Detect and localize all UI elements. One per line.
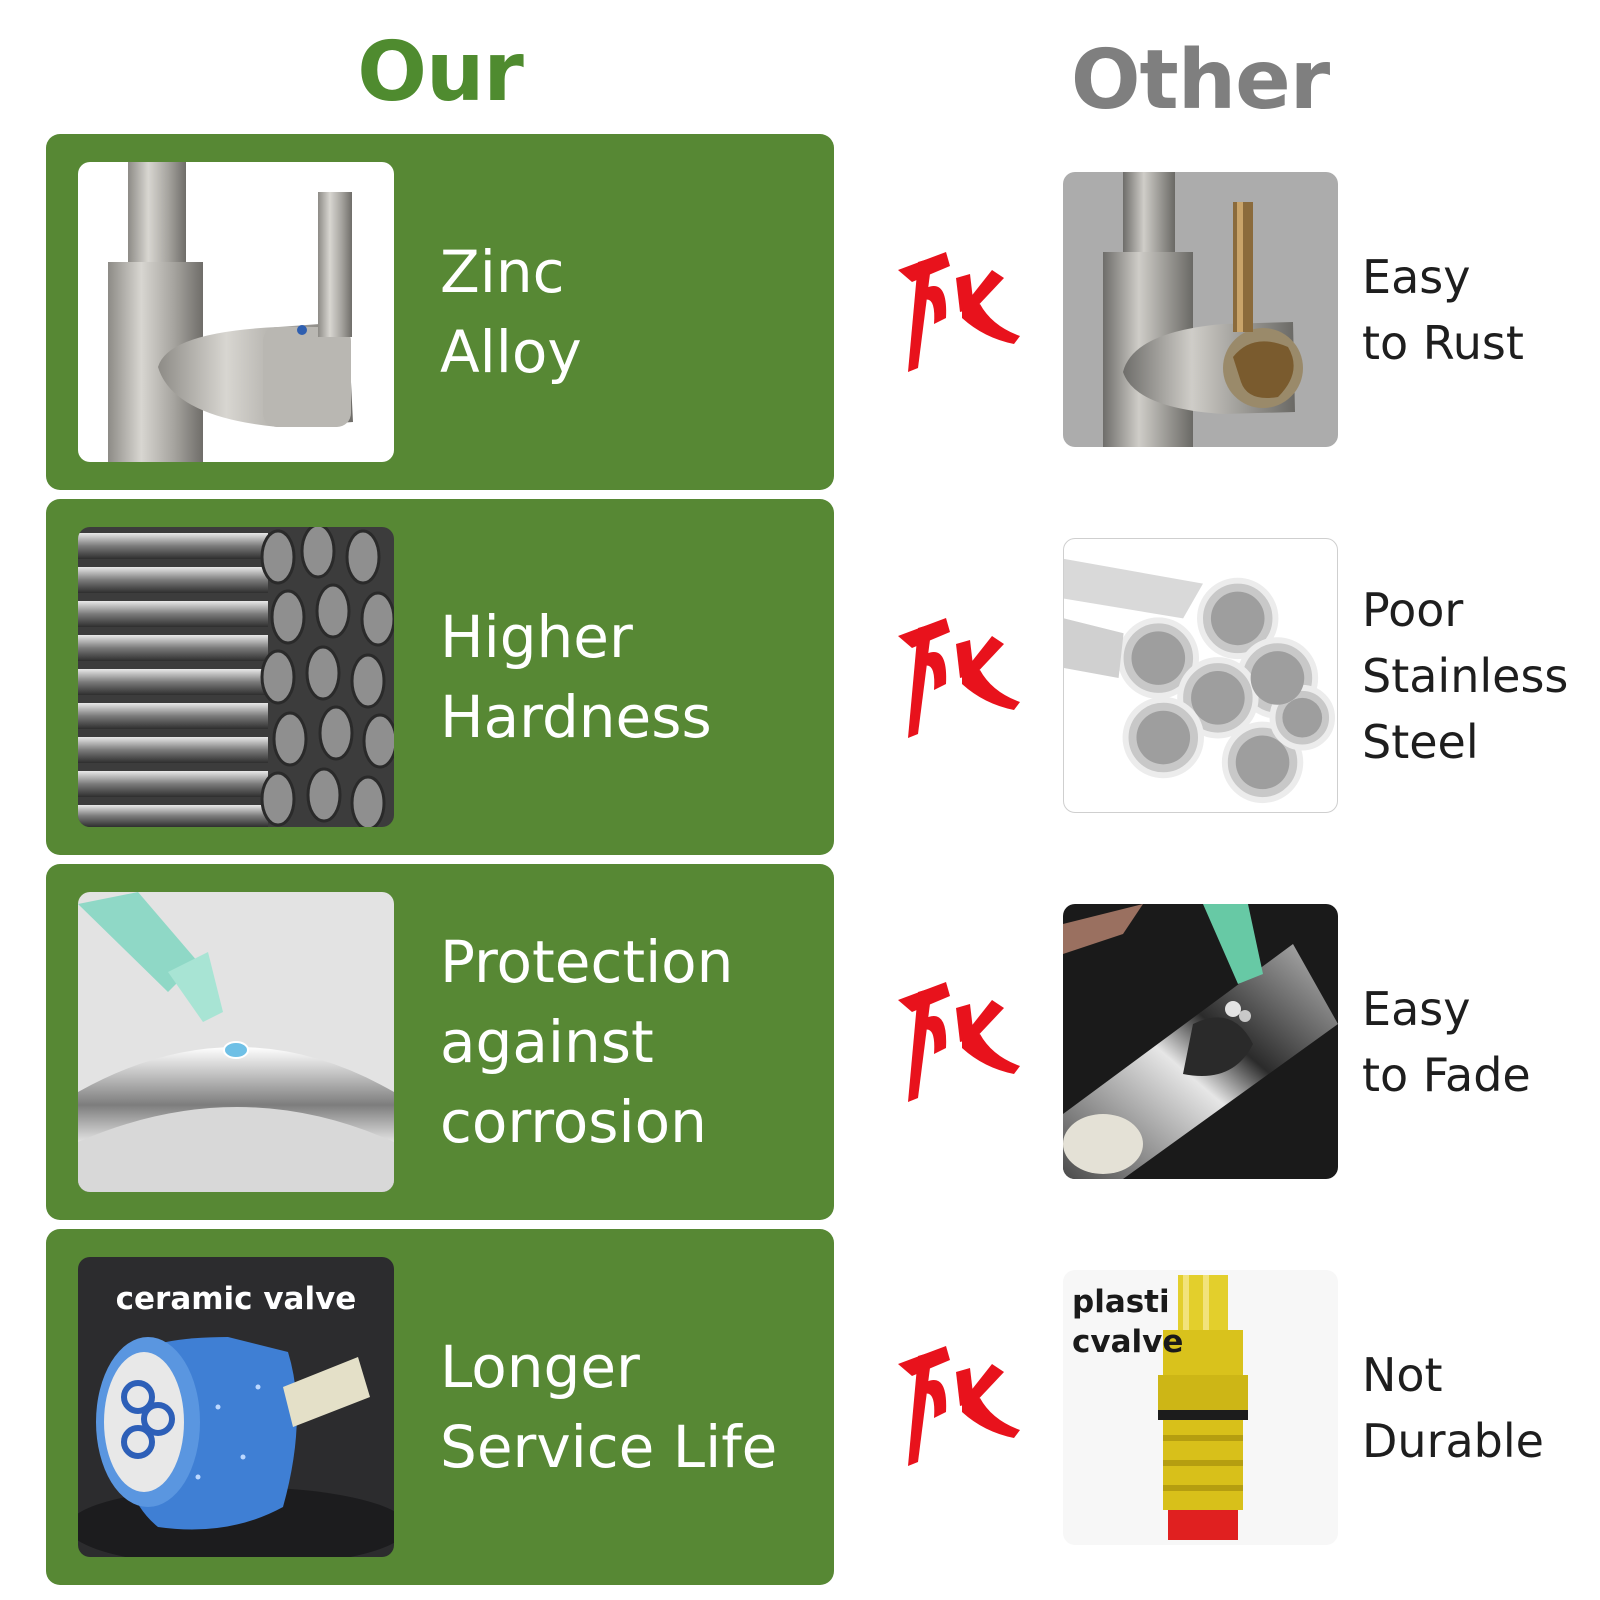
red-brush-x-mark: [888, 248, 1022, 378]
steel-pipes-photo: [1063, 538, 1338, 813]
other-heading: Other: [1070, 33, 1330, 128]
feature-line: Durable: [1362, 1413, 1544, 1468]
feature-line: Zinc: [440, 238, 565, 306]
red-brush-x-mark: [888, 978, 1022, 1108]
our-feature-panel: Protection against corrosion: [46, 864, 834, 1220]
feature-line: Easy: [1362, 249, 1471, 304]
feature-line: Not: [1362, 1347, 1443, 1402]
our-feature-text: Protection against corrosion: [440, 864, 820, 1220]
faded-chrome-photo: [1063, 904, 1338, 1179]
other-feature-text: Easy to Fade: [1362, 904, 1592, 1179]
our-heading: Our: [357, 25, 524, 120]
red-brush-x-mark: [888, 1342, 1022, 1472]
our-feature-panel: Zinc Alloy: [46, 134, 834, 490]
other-feature-text: Easy to Rust: [1362, 172, 1592, 447]
our-feature-panel: Higher Hardness: [46, 499, 834, 855]
feature-line: to Fade: [1362, 1047, 1531, 1102]
feature-line: Alloy: [440, 318, 582, 386]
photo-caption: ceramic valve: [115, 1281, 357, 1317]
our-feature-panel: ceramic valve Longer Service Life: [46, 1229, 834, 1585]
caption-line: cvalve: [1072, 1324, 1184, 1360]
our-feature-text: Longer Service Life: [440, 1229, 820, 1585]
rusted-faucet-photo: [1063, 172, 1338, 447]
caption-line: plasti: [1072, 1284, 1170, 1320]
brushed-faucet-photo: [78, 162, 394, 462]
feature-line: Stainless: [1362, 648, 1569, 703]
our-feature-text: Zinc Alloy: [440, 134, 820, 490]
feature-line: Protection: [440, 928, 734, 996]
plastic-valve-photo: plasti cvalve: [1063, 1270, 1338, 1545]
other-feature-text: Not Durable: [1362, 1270, 1592, 1545]
feature-line: to Rust: [1362, 315, 1524, 370]
our-feature-text: Higher Hardness: [440, 499, 820, 855]
feature-line: Service Life: [440, 1413, 778, 1481]
feature-line: against: [440, 1008, 654, 1076]
feature-line: Poor: [1362, 582, 1464, 637]
feature-line: Longer: [440, 1333, 640, 1401]
feature-line: corrosion: [440, 1088, 707, 1156]
steel-rods-photo: [78, 527, 394, 827]
feature-line: Steel: [1362, 714, 1479, 769]
photo-caption: plasti cvalve: [1072, 1282, 1183, 1362]
feature-line: Higher: [440, 603, 633, 671]
feature-line: Hardness: [440, 683, 712, 751]
ceramic-valve-photo: ceramic valve: [78, 1257, 394, 1557]
feature-line: Easy: [1362, 981, 1471, 1036]
red-brush-x-mark: [888, 614, 1022, 744]
drop-on-chrome-photo: [78, 892, 394, 1192]
other-feature-text: Poor Stainless Steel: [1362, 538, 1592, 813]
